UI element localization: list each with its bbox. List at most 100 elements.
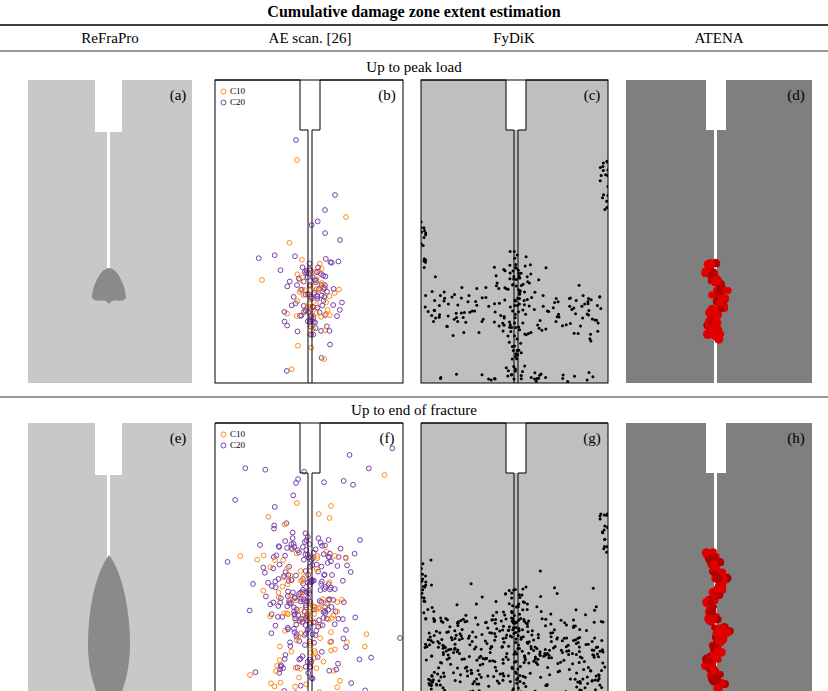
marker-dot: [433, 299, 436, 302]
marker-dot: [597, 321, 600, 324]
marker-dot: [455, 312, 458, 315]
marker-dot: [424, 575, 427, 578]
marker-dot: [510, 597, 513, 600]
marker-dot: [523, 291, 526, 294]
marker-dot: [551, 631, 554, 634]
marker-dot: [562, 373, 565, 376]
marker-dot: [533, 291, 536, 294]
marker-dot: [509, 306, 512, 309]
marker-dot: [335, 314, 340, 319]
marker-dot: [518, 596, 521, 599]
marker-dot: [327, 580, 332, 585]
marker-dot: [271, 566, 276, 571]
marker-dot: [507, 645, 510, 648]
legend-entry: C10: [220, 430, 245, 439]
marker-dot: [333, 647, 338, 652]
refrapro-panel: [28, 80, 192, 383]
marker-dot: [533, 308, 536, 311]
marker-dot: [277, 545, 282, 550]
marker-dot: [575, 686, 578, 689]
marker-dot: [587, 309, 590, 312]
marker-dot: [331, 287, 336, 292]
panel-letter: (g): [583, 430, 601, 447]
marker-dot: [503, 641, 506, 644]
marker-dot: [502, 625, 505, 628]
marker-dot: [573, 375, 576, 378]
marker-dot: [438, 313, 441, 316]
panel-letter: (e): [170, 430, 187, 447]
marker-dot: [317, 690, 322, 691]
marker-dot: [592, 649, 595, 652]
marker-dot: [467, 300, 470, 303]
marker-dot: [550, 640, 553, 643]
marker-dot: [329, 616, 334, 621]
marker-dot: [300, 275, 305, 280]
marker-dot: [505, 655, 508, 658]
marker-dot: [319, 649, 324, 654]
marker-dot: [291, 493, 296, 498]
marker-dot: [486, 627, 489, 630]
marker-dot: [515, 626, 518, 629]
marker-dot: [554, 645, 557, 648]
marker-dot: [526, 602, 529, 605]
marker-dot: [298, 683, 303, 688]
marker-dot: [597, 679, 600, 682]
marker-dot: [598, 684, 601, 687]
marker-dot: [446, 325, 449, 328]
marker-dot: [480, 676, 483, 679]
marker-dot: [475, 304, 478, 307]
marker-dot: [515, 660, 518, 663]
marker-dot: [523, 365, 526, 368]
marker-dot: [327, 668, 332, 673]
marker-dot: [545, 266, 548, 269]
marker-dot: [582, 294, 585, 297]
marker-dot: [484, 296, 487, 299]
marker-dot: [572, 619, 575, 622]
marker-dot: [273, 558, 278, 563]
marker-dot: [341, 479, 346, 484]
marker-dot: [424, 618, 427, 621]
marker-dot: [595, 605, 598, 608]
marker-dot: [493, 377, 496, 380]
marker-dot: [273, 579, 278, 584]
marker-dot: [579, 325, 582, 328]
row-header: Up to peak load: [366, 59, 461, 76]
marker-dot: [331, 598, 336, 603]
marker-dot: [560, 619, 563, 622]
marker-dot: [570, 308, 573, 311]
marker-dot: [568, 305, 571, 308]
marker-dot: [507, 674, 510, 677]
marker-dot: [524, 313, 527, 316]
marker-dot: [475, 603, 478, 606]
marker-dot: [295, 501, 300, 506]
panel-letter: (f): [380, 430, 395, 447]
marker-dot: [510, 373, 513, 376]
marker-dot: [310, 676, 315, 681]
marker-dot: [422, 611, 425, 614]
marker-dot: [595, 646, 598, 649]
marker-dot: [255, 557, 260, 562]
marker-dot: [492, 614, 495, 617]
marker-dot: [423, 229, 426, 232]
marker-dot: [303, 569, 308, 574]
marker-dot: [286, 589, 291, 594]
marker-dot: [274, 669, 279, 674]
marker-dot: [574, 625, 577, 628]
marker-dot: [524, 685, 527, 688]
marker-dot: [526, 622, 529, 625]
marker-dot: [459, 673, 462, 676]
marker-dot: [528, 640, 531, 643]
marker-dot: [494, 378, 497, 381]
marker-dot: [471, 682, 474, 685]
marker-dot: [701, 270, 708, 277]
marker-dot: [603, 529, 606, 532]
marker-dot: [537, 633, 540, 636]
marker-dot: [319, 600, 324, 605]
marker-dot: [287, 279, 292, 284]
marker-dot: [484, 639, 487, 642]
marker-dot: [528, 282, 531, 285]
marker-dot: [573, 332, 576, 335]
marker-dot: [432, 610, 435, 613]
marker-dot: [579, 680, 582, 683]
marker-dot: [527, 662, 530, 665]
